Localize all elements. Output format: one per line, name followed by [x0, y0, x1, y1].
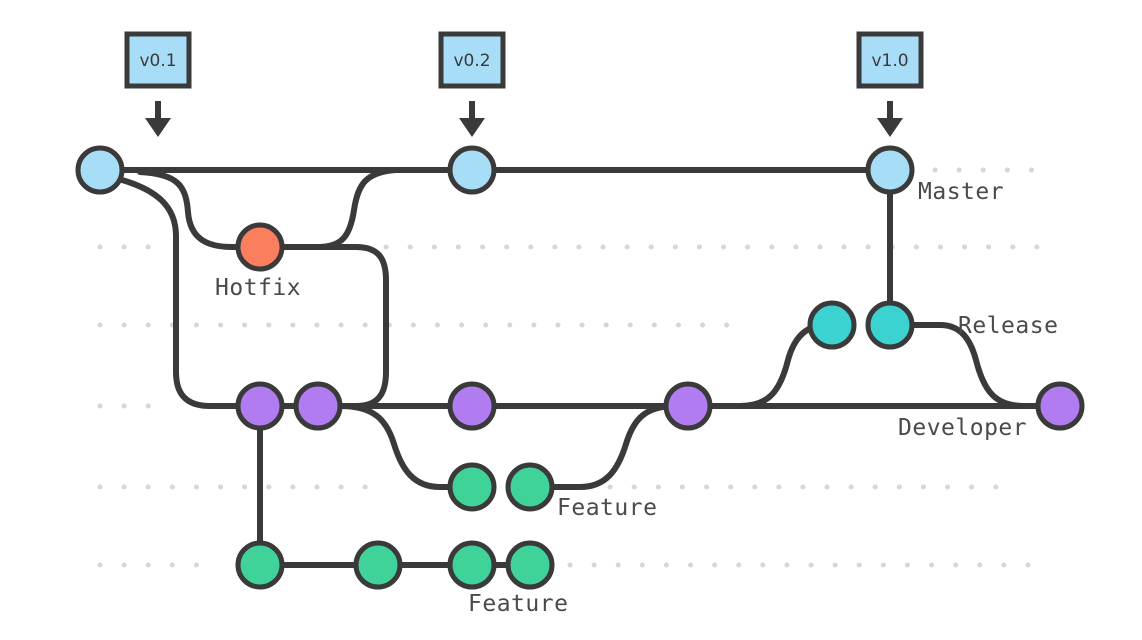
commit-node-feature1-1[interactable] [447, 462, 497, 512]
commit-nodes [75, 145, 1085, 590]
commit-node-release-1[interactable] [807, 300, 857, 350]
branch-label-developer: Developer [898, 415, 1027, 441]
connection-hotfix-merge-master [257, 167, 453, 250]
lane-dot-guides [97, 167, 1053, 568]
version-tag-label: v0.2 [453, 51, 490, 71]
version-tag-arrow-head [145, 118, 171, 137]
version-tag-v1-0[interactable]: v1.0 [856, 31, 924, 137]
commit-node-developer-2[interactable] [293, 381, 343, 431]
commit-node-feature1-2[interactable] [505, 462, 555, 512]
connection-feature1-merge [527, 403, 691, 490]
commit-node-feature2-4[interactable] [505, 540, 555, 590]
commit-node-feature2-3[interactable] [447, 540, 497, 590]
branch-label-feature-2: Feature [468, 591, 568, 617]
commit-node-developer-4[interactable] [663, 381, 713, 431]
connection-hotfix-branch-out [137, 169, 263, 250]
commit-node-hotfix-1[interactable] [235, 222, 285, 272]
commit-node-developer-5[interactable] [1035, 381, 1085, 431]
version-tag-arrow-head [877, 118, 903, 137]
branch-label-release: Release [958, 313, 1058, 339]
commit-node-master-2[interactable] [447, 145, 497, 195]
commit-node-release-2[interactable] [865, 300, 915, 350]
connection-feature1-out [337, 403, 475, 490]
version-tag-arrow-head [459, 118, 485, 137]
connection-dev-branch-out [119, 177, 263, 409]
branch-labels: Master Hotfix Release Developer Feature … [215, 179, 1058, 617]
branch-label-hotfix: Hotfix [215, 275, 301, 301]
version-tag-v0-1[interactable]: v0.1 [124, 31, 192, 137]
commit-node-feature2-2[interactable] [353, 540, 403, 590]
commit-node-master-3[interactable] [865, 145, 915, 195]
branch-label-master: Master [918, 179, 1004, 205]
commit-node-master-1[interactable] [75, 145, 125, 195]
version-tag-box [856, 31, 924, 89]
version-tag-label: v1.0 [871, 51, 908, 71]
commit-node-developer-3[interactable] [447, 381, 497, 431]
connection-hotfix-merge-dev [279, 244, 389, 409]
version-tag-label: v0.1 [139, 51, 176, 71]
version-tag-v0-2[interactable]: v0.2 [438, 31, 506, 137]
commit-node-developer-1[interactable] [235, 381, 285, 431]
branch-label-feature-1: Feature [557, 495, 657, 521]
version-tag-box [124, 31, 192, 89]
version-tag-box [438, 31, 506, 89]
version-tags: v0.1 v0.2 v1.0 [124, 31, 924, 137]
connection-release-merge-dev [887, 322, 1043, 409]
commit-node-feature2-1[interactable] [235, 540, 285, 590]
